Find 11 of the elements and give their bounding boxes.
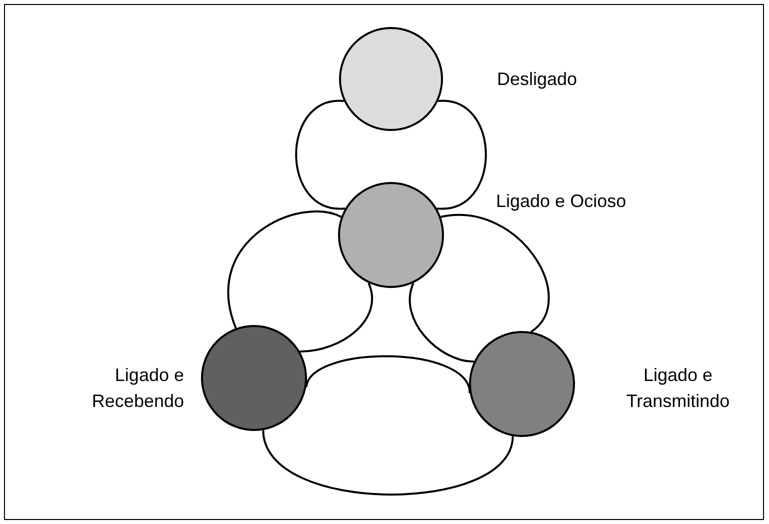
state-label: Ligado e Ocioso xyxy=(496,190,628,213)
connector-curve xyxy=(295,100,346,210)
state-label: Ligado e Recebendo xyxy=(90,364,184,413)
connector-curve xyxy=(262,430,514,496)
connector-curve xyxy=(436,100,487,210)
connector-curve xyxy=(227,210,342,328)
state-label: Desligado xyxy=(497,68,578,91)
connector-curve xyxy=(408,282,474,363)
state-label: Ligado e Transmitindo xyxy=(625,364,731,413)
connector-curve xyxy=(440,214,550,333)
connector-curve xyxy=(300,282,373,352)
